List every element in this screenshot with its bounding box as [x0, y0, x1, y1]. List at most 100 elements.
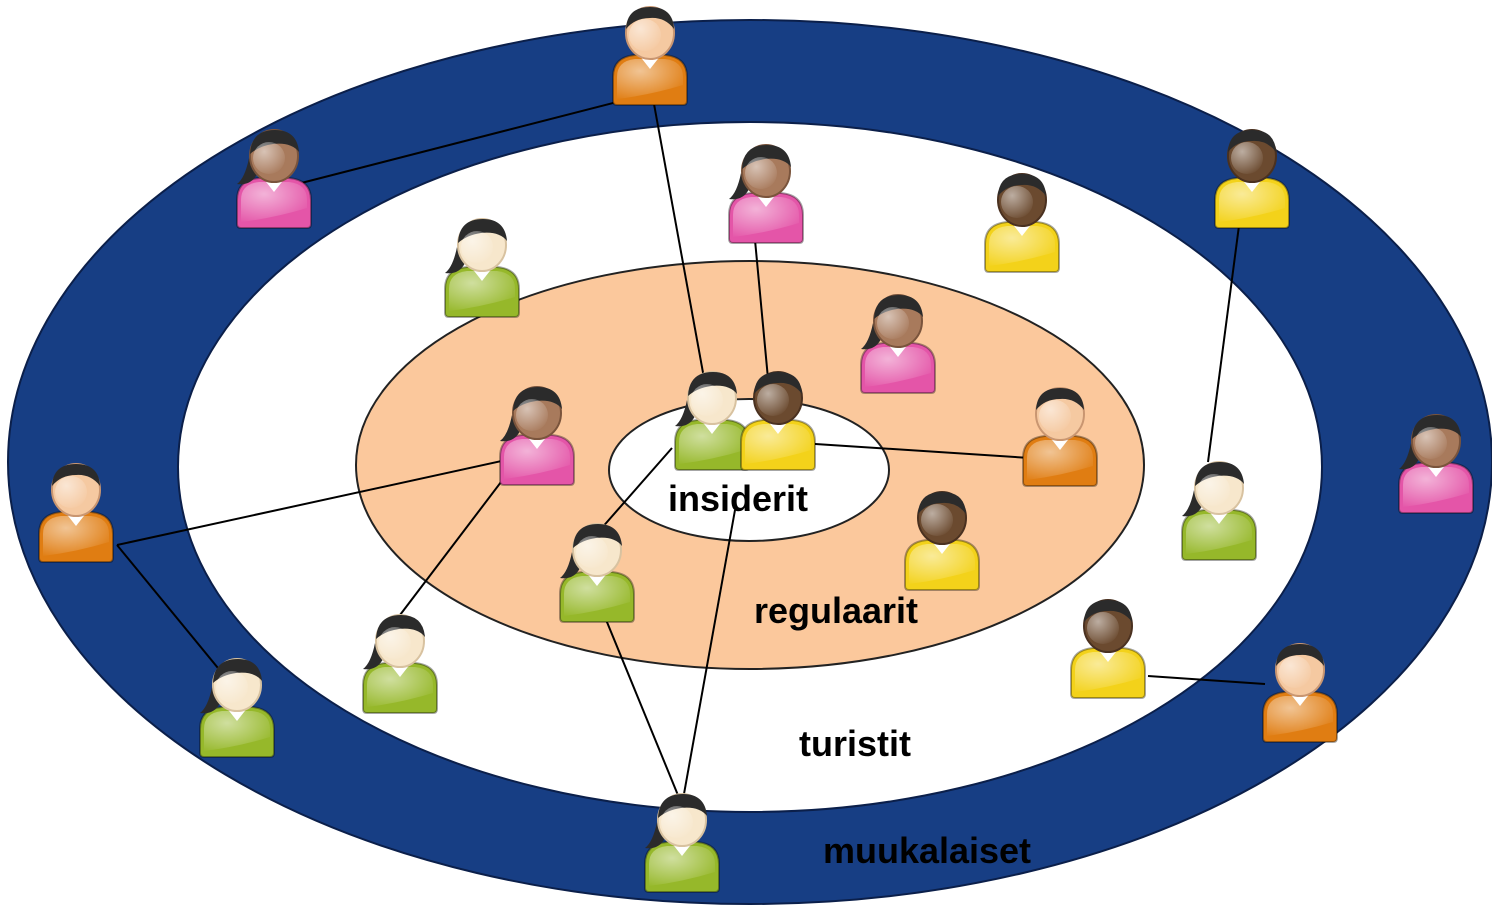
- person-icon: [904, 491, 980, 591]
- person-icon: [199, 658, 275, 758]
- person-head-shine: [1087, 612, 1119, 644]
- label-muukalaiset: muukalaiset: [823, 830, 1031, 871]
- person-head-shine: [1039, 400, 1071, 432]
- label-insiderit: insiderit: [668, 478, 808, 519]
- person-hair: [626, 7, 674, 29]
- person-hair: [742, 145, 791, 169]
- person-body-shine: [745, 424, 811, 464]
- person-body-shine: [1075, 652, 1141, 692]
- connection-line: [599, 604, 683, 806]
- person-icon: [1022, 387, 1098, 487]
- person-hair: [1036, 388, 1084, 410]
- label-regulaarit: regulaarit: [754, 590, 918, 631]
- person-icon: [1398, 414, 1474, 514]
- person-hair: [1084, 600, 1132, 622]
- person-hair: [52, 464, 100, 486]
- person-hair: [1228, 130, 1276, 152]
- person-icon: [984, 173, 1060, 273]
- connection-line: [754, 239, 771, 401]
- connection-line: [681, 509, 736, 806]
- person-icon: [612, 6, 688, 106]
- person-icon: [1262, 643, 1338, 743]
- connection-line: [799, 442, 1031, 459]
- person-body-shine: [865, 347, 931, 387]
- person-head-shine: [1001, 186, 1033, 218]
- person-hair: [1412, 415, 1461, 439]
- person-body-shine: [204, 711, 270, 751]
- connection-line: [1207, 217, 1241, 463]
- person-icon: [728, 144, 804, 244]
- connection-line: [116, 456, 521, 546]
- person-head-shine: [216, 671, 248, 703]
- person-head-shine: [461, 231, 493, 263]
- person-hair: [458, 219, 507, 243]
- person-hair: [658, 794, 707, 818]
- person-head-shine: [55, 476, 87, 508]
- person-body-shine: [1219, 182, 1285, 222]
- person-icon: [1181, 461, 1257, 561]
- person-body-shine: [1027, 440, 1093, 480]
- label-turistit: turistit: [799, 723, 911, 764]
- person-hair: [918, 492, 966, 514]
- person-icon: [740, 371, 816, 471]
- person-hair: [754, 372, 802, 394]
- person-hair: [213, 659, 262, 683]
- connection-line: [399, 456, 521, 616]
- person-hair: [376, 615, 425, 639]
- person-body-shine: [449, 271, 515, 311]
- person-body-shine: [989, 226, 1055, 266]
- person-body-shine: [1186, 514, 1252, 554]
- person-icon: [444, 218, 520, 318]
- person-head-shine: [757, 384, 789, 416]
- person-icon: [236, 129, 312, 229]
- person-icon: [644, 793, 720, 893]
- person-head-shine: [516, 399, 548, 431]
- person-hair: [250, 130, 299, 154]
- person-head-shine: [253, 142, 285, 174]
- person-icon: [362, 614, 438, 714]
- person-hair: [573, 524, 622, 548]
- person-head-shine: [576, 536, 608, 568]
- person-head-shine: [1279, 656, 1311, 688]
- person-body-shine: [241, 182, 307, 222]
- person-icon: [559, 523, 635, 623]
- person-head-shine: [1415, 427, 1447, 459]
- person-head-shine: [877, 307, 909, 339]
- person-head-shine: [1198, 474, 1230, 506]
- person-body-shine: [909, 544, 975, 584]
- person-head-shine: [661, 806, 693, 838]
- person-body-shine: [564, 576, 630, 616]
- person-head-shine: [1231, 142, 1263, 174]
- person-hair: [688, 372, 737, 396]
- person-icon: [38, 463, 114, 563]
- person-body-shine: [679, 424, 745, 464]
- person-icon: [499, 386, 575, 486]
- person-icon: [1070, 599, 1146, 699]
- person-body-shine: [367, 667, 433, 707]
- person-head-shine: [629, 19, 661, 51]
- person-body-shine: [1267, 696, 1333, 736]
- people-icons: [38, 6, 1474, 893]
- person-icon: [860, 294, 936, 394]
- person-hair: [998, 174, 1046, 196]
- person-head-shine: [745, 157, 777, 189]
- connection-line: [1147, 675, 1266, 685]
- connection-lines: [116, 92, 1266, 806]
- person-hair: [513, 387, 562, 411]
- connection-line: [651, 92, 709, 401]
- person-head-shine: [691, 384, 723, 416]
- person-body-shine: [504, 439, 570, 479]
- connection-line: [599, 447, 673, 531]
- person-icon: [674, 371, 750, 471]
- person-hair: [1276, 644, 1324, 666]
- person-hair: [1195, 462, 1244, 486]
- connection-line: [273, 92, 653, 191]
- person-body-shine: [649, 846, 715, 886]
- connection-line: [116, 544, 237, 691]
- person-body-shine: [1403, 467, 1469, 507]
- person-hair: [874, 295, 923, 319]
- person-head-shine: [379, 627, 411, 659]
- person-body-shine: [617, 59, 683, 99]
- person-body-shine: [43, 516, 109, 556]
